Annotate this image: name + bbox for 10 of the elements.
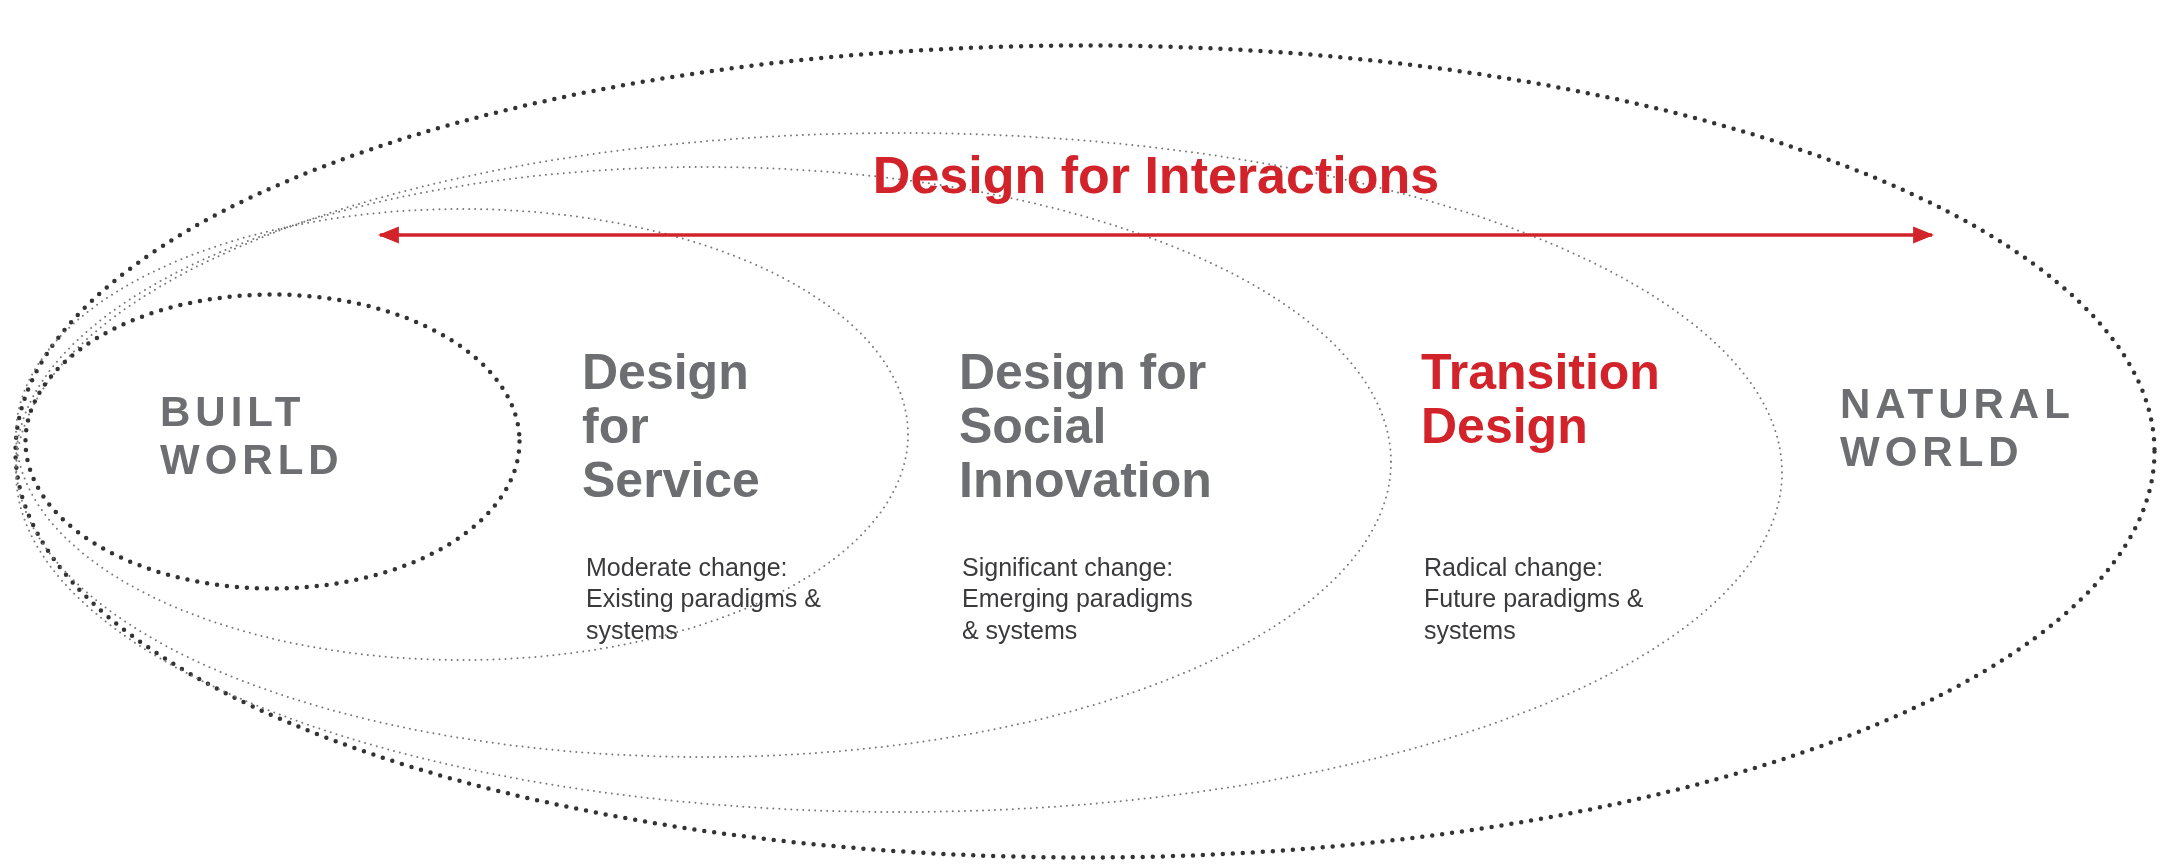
- double-arrow: [377, 226, 1935, 244]
- region-label: NATURAL WORLD: [1840, 380, 2076, 477]
- description: Significant change: Emerging paradigms & systems: [962, 552, 1194, 646]
- description: Moderate change: Existing paradigms & systems: [586, 552, 821, 646]
- description: Radical change: Future paradigms & systems: [1424, 552, 1645, 646]
- edge-label: Design for Interactions: [871, 145, 1441, 205]
- region-label: BUILT WORLD: [160, 388, 345, 485]
- heading: Transition Design: [1421, 345, 1661, 453]
- heading: Design for Social Innovation: [959, 345, 1213, 507]
- heading: Design for Service: [582, 345, 761, 507]
